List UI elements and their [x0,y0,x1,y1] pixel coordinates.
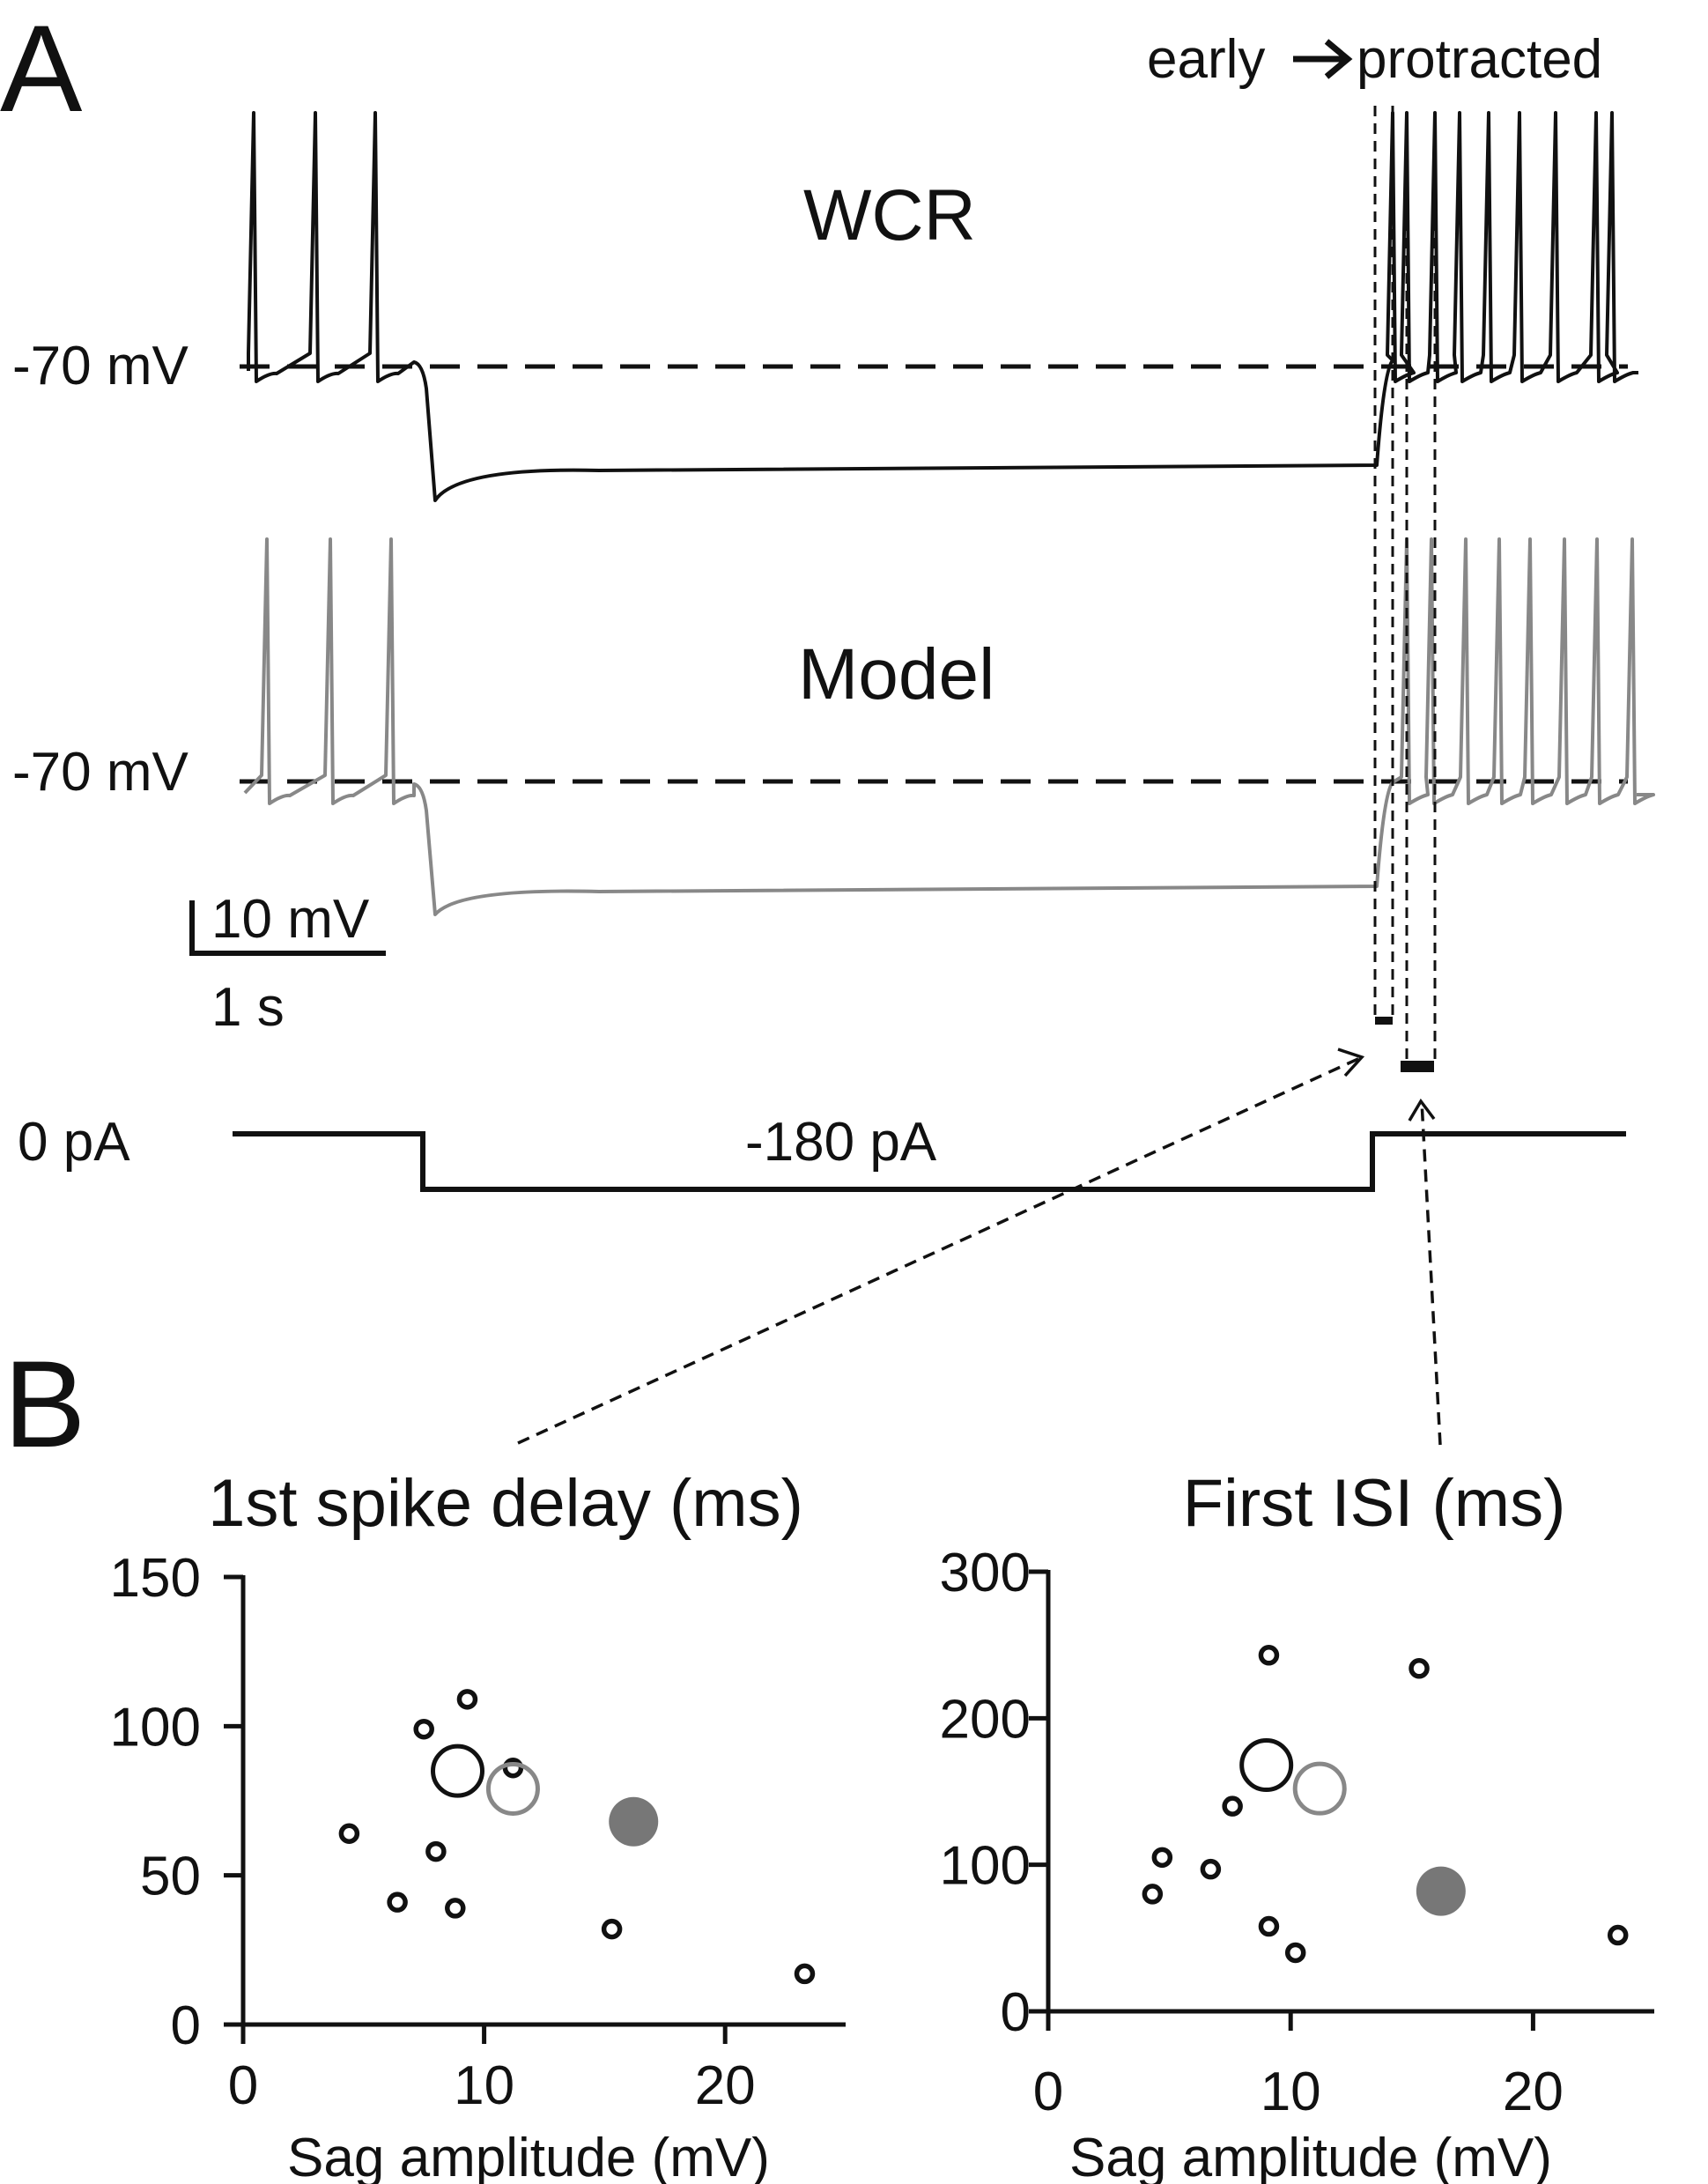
early-label: early [1147,29,1265,90]
scatter-point [456,1689,478,1710]
scatter-point [445,1898,466,1919]
y-tick-label: 150 [110,1548,201,1609]
current-hold-label: 0 pA [18,1112,130,1173]
model-title: Model [798,634,994,714]
scatter-point [1607,1924,1629,1946]
x-tick-label: 20 [695,2055,756,2116]
first-isi-chart-title: First ISI (ms) [1183,1466,1566,1541]
first-isi-x-axis-label: Sag amplitude (mV) [1069,2128,1552,2184]
first-isi-points [1142,1645,1629,1964]
wcr-voltage-trace [247,111,1638,502]
wcr-title: WCR [803,175,976,255]
y-tick-label: 0 [171,1995,201,2056]
y-tick-label: 200 [940,1689,1031,1750]
spike-delay-chart-title: 1st spike delay (ms) [208,1466,803,1541]
protracted-label: protracted [1357,29,1602,90]
scatter-point [1258,1645,1280,1666]
x-tick-label: 20 [1503,2062,1564,2122]
scatter-point [601,1918,623,1940]
panel-a-label: A [0,0,83,137]
y-tick-label: 300 [940,1543,1031,1603]
x-tick-label: 10 [1261,2062,1321,2122]
scatter-point [1142,1884,1164,1905]
first-spike-delay-interval-bar [1375,1017,1393,1025]
model-baseline-label: -70 mV [12,742,189,803]
spike-delay-scatter: 1st spike delay (ms) Sag amplitude (mV) … [110,1466,846,2184]
scatter-point [794,1963,816,1985]
model-voltage-trace [243,537,1655,916]
scatter-point [609,1796,659,1847]
scatter-point [1258,1915,1280,1937]
spike-delay-points [338,1689,816,1985]
current-step-trace [233,1131,1626,1192]
y-tick-label: 100 [110,1697,201,1758]
scatter-point [387,1892,408,1913]
y-tick-label: 100 [940,1836,1031,1897]
x-tick-label: 0 [228,2055,258,2116]
scatter-point [502,1757,524,1779]
y-tick-label: 50 [140,1847,201,1907]
scatter-point [413,1718,434,1740]
scale-bar-voltage-label: 10 mV [211,889,370,950]
first-isi-interval-bar [1401,1061,1434,1072]
scatter-point [1284,1942,1306,1964]
scatter-point [1292,1761,1347,1816]
early-to-protracted-arrow-icon [1293,39,1353,79]
scatter-point [338,1823,360,1845]
scatter-point [1239,1738,1294,1793]
wcr-baseline-label: -70 mV [12,336,189,396]
spike-delay-x-axis-label: Sag amplitude (mV) [287,2128,770,2184]
interval-guide-lines [1373,106,1437,1064]
scatter-point [1151,1847,1173,1869]
y-tick-label: 0 [1001,1982,1031,2043]
current-step-label: -180 pA [745,1112,937,1173]
scatter-point [485,1761,540,1816]
scatter-point [1200,1858,1222,1880]
scale-bar [189,900,386,956]
scatter-point [431,1743,485,1798]
first-isi-axes: 0 100 200 300 0 10 20 [940,1543,1654,2122]
first-isi-scatter: First ISI (ms) Sag amplitude (mV) 010020… [940,1466,1654,2184]
scatter-point [425,1840,447,1862]
scatter-point [1222,1795,1243,1817]
connector-arrows [517,1048,1442,1446]
spike-delay-axes: 0 50 100 150 0 10 20 [110,1548,846,2116]
scatter-point [1416,1866,1466,1916]
scale-bar-time-label: 1 s [211,977,285,1038]
x-tick-label: 0 [1033,2062,1063,2122]
panel-b-label: B [4,1335,85,1473]
x-tick-label: 10 [454,2055,514,2116]
scatter-point [1409,1658,1430,1679]
